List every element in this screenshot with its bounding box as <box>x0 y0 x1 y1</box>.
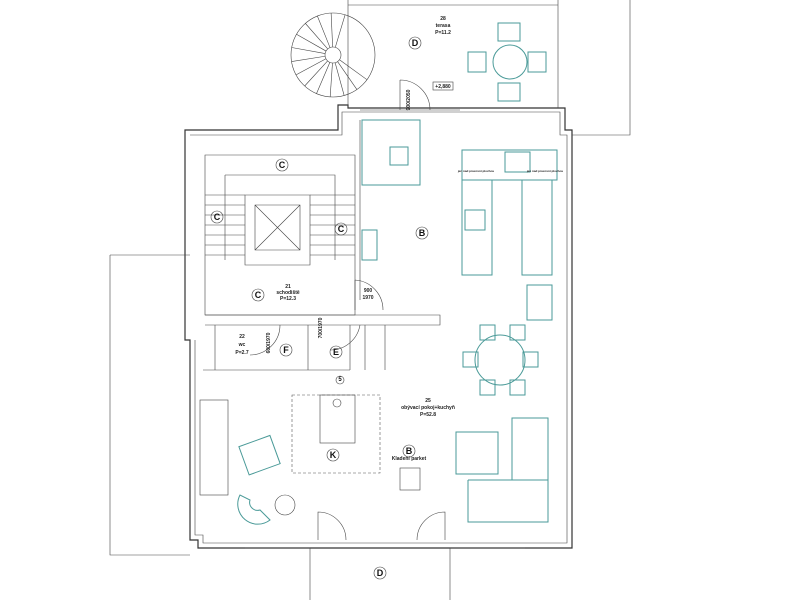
terrace-area: P=11.2 <box>435 30 451 36</box>
kitchen-note-2: jen nad pracovní plochou <box>526 169 564 173</box>
level-mark: +2,880 <box>435 84 451 90</box>
stair-tread <box>335 14 346 48</box>
marker-terrace: D <box>412 38 419 48</box>
door-height: 1970 <box>362 295 373 301</box>
dining-table-terrace <box>467 22 547 102</box>
marker-stairs-top: C <box>279 160 286 170</box>
hall-name: schodiště <box>276 290 300 296</box>
stair-tread <box>316 62 331 94</box>
wc-area: P=2.7 <box>235 350 248 356</box>
staircase <box>205 174 355 266</box>
stair-tread <box>330 13 333 48</box>
door-width: 900 <box>364 288 373 294</box>
marker-living: B <box>419 228 426 238</box>
stair-tread <box>304 60 328 87</box>
kitchen-note: jen nad pracovní plochou <box>457 169 495 173</box>
walls <box>109 0 631 600</box>
marker-hall: C <box>255 290 262 300</box>
wc-door-label: 600/1970 <box>266 332 272 353</box>
marker-5: 5 <box>338 377 342 383</box>
terrace-number: 28 <box>440 16 446 22</box>
terrace-door-label: 900/2050 <box>406 89 412 110</box>
kitchen <box>361 119 558 321</box>
stair-tread <box>295 58 327 76</box>
stair-tread <box>334 62 345 96</box>
room-labels: 28 terasa P=11.2 +2,880 21 schodiště P=1… <box>235 16 563 462</box>
living-number: 25 <box>425 398 431 404</box>
marker-balcony: D <box>377 568 384 578</box>
marker-floor: B <box>406 446 413 456</box>
stair-tread <box>337 61 358 90</box>
doors <box>249 79 446 541</box>
storage-door-label: 700/1970 <box>318 317 324 338</box>
stair-tread <box>291 55 326 62</box>
living-name: obývací pokoj+kuchyň <box>401 405 455 411</box>
floor-note: Kladení parket <box>392 456 427 462</box>
wc-name: wc <box>238 342 246 348</box>
living-area: P=52.8 <box>420 412 436 418</box>
room-markers: D B C C C C F E K D B 5 <box>210 36 429 580</box>
marker-carpet: K <box>330 450 337 460</box>
marker-stairs-left: C <box>214 212 221 222</box>
wc-number: 22 <box>239 334 245 340</box>
stair-tread <box>317 15 331 48</box>
stair-tread <box>329 62 333 97</box>
terrace-name: terasa <box>436 23 451 29</box>
living-furniture <box>199 394 549 525</box>
stair-tread <box>339 59 368 80</box>
stair-tread <box>291 47 326 54</box>
stair-tread <box>296 34 327 52</box>
marker-wc: F <box>283 345 289 355</box>
hall-area: P=12.3 <box>280 296 296 302</box>
dining-table <box>462 324 539 396</box>
marker-stairs-right: C <box>338 224 345 234</box>
marker-storage: E <box>333 347 339 357</box>
stair-tread <box>305 23 328 50</box>
spiral-staircase <box>290 12 376 98</box>
hall-number: 21 <box>285 284 291 290</box>
